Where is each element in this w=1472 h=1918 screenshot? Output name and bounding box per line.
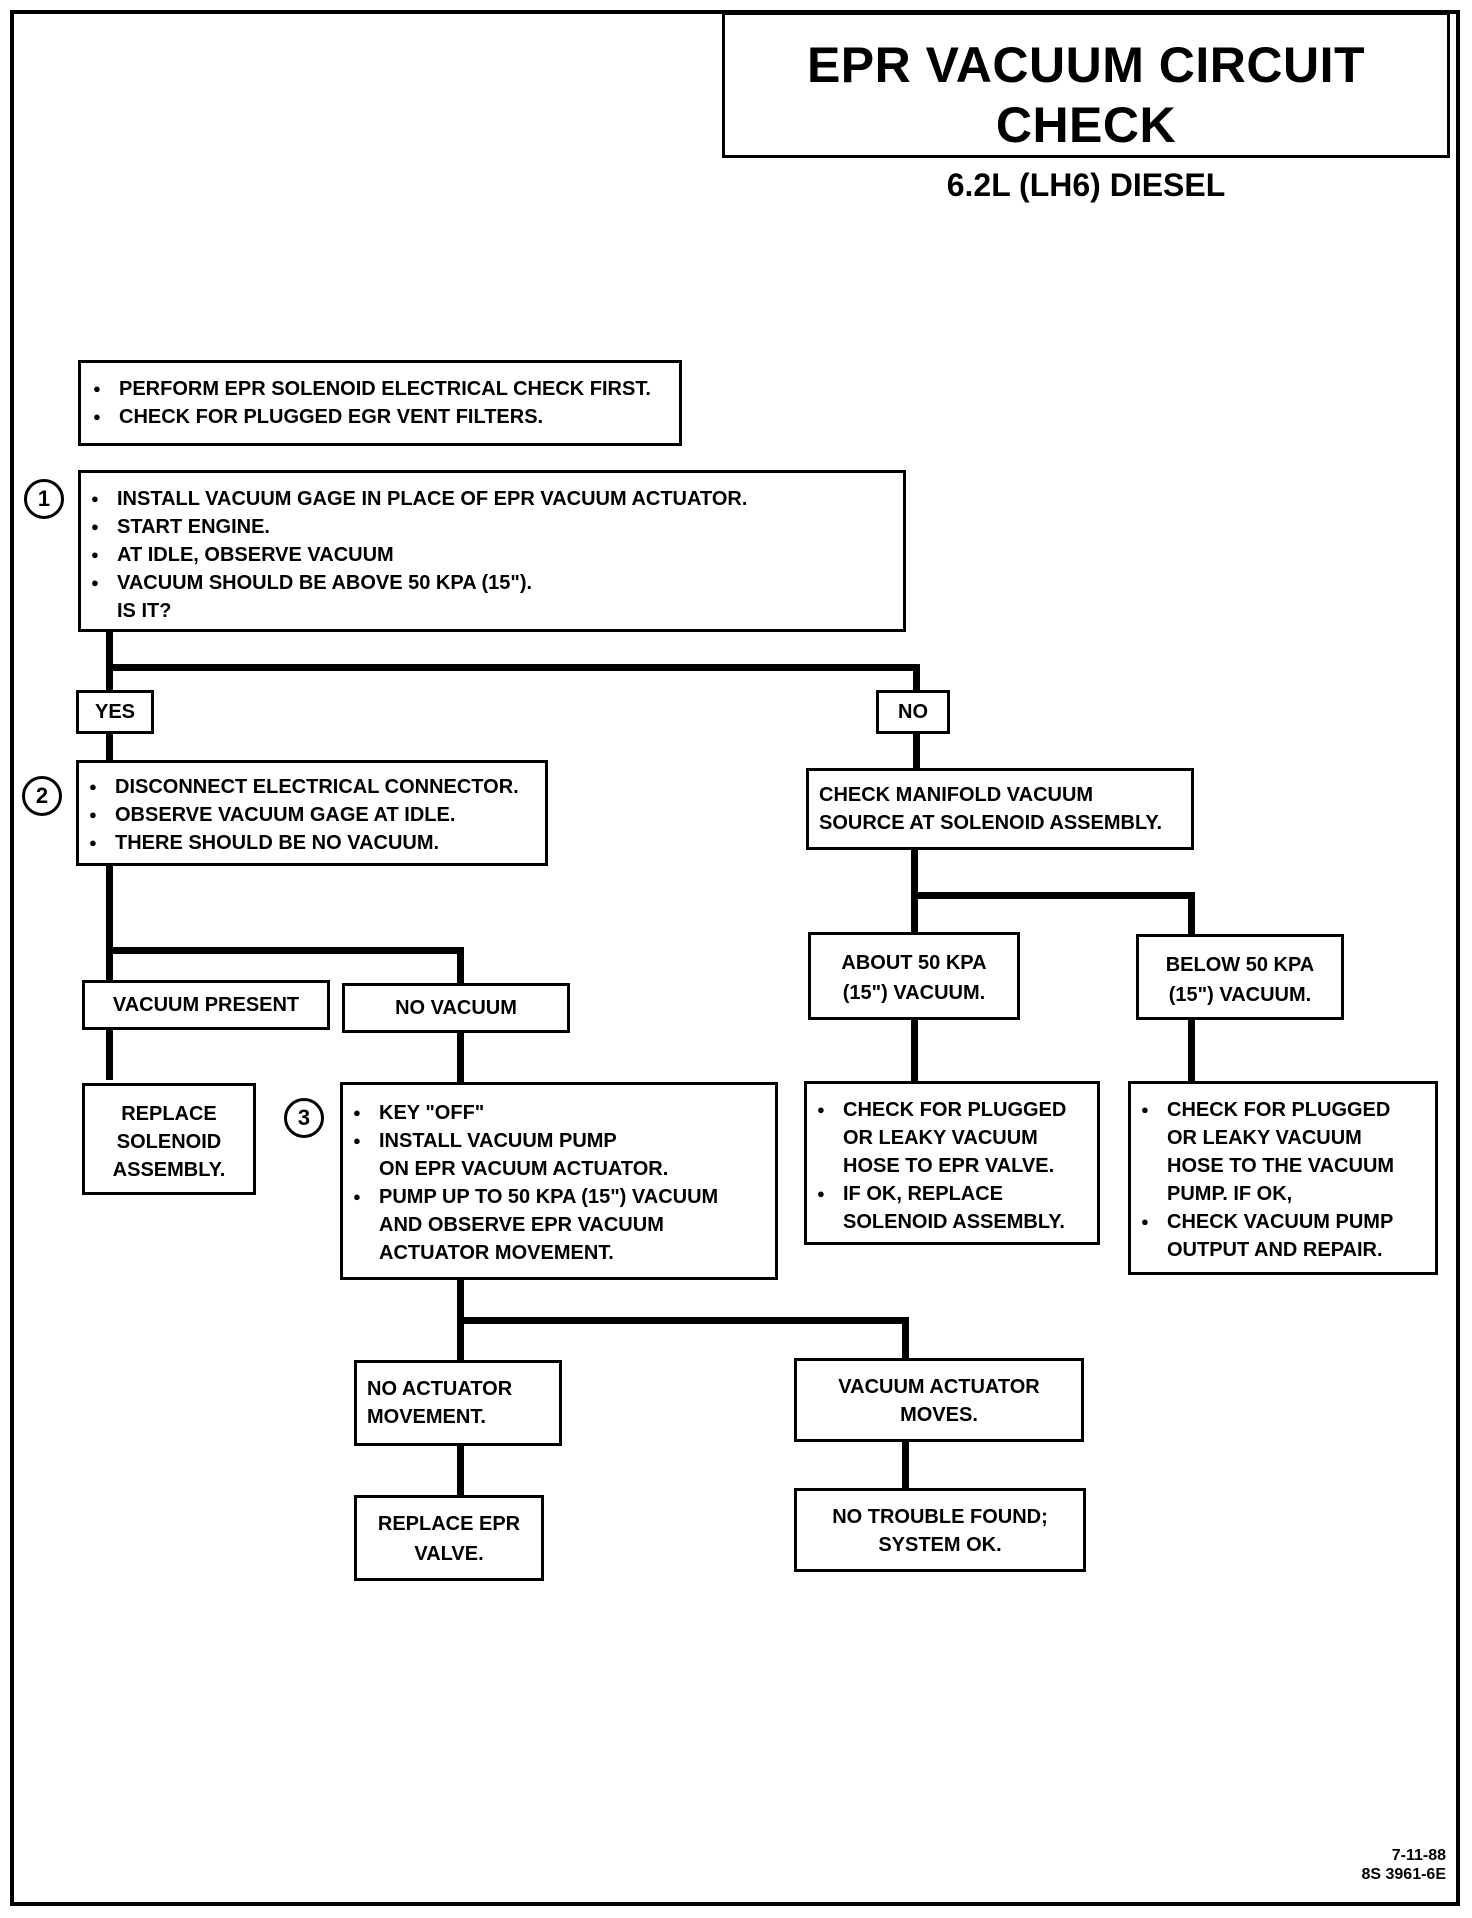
pre-check-item: CHECK FOR PLUGGED EGR VENT FILTERS. [89, 403, 671, 431]
check-manifold-line: SOURCE AT SOLENOID ASSEMBLY. [819, 812, 1163, 834]
connector-line [911, 850, 918, 933]
no-trouble-line: NO TROUBLE FOUND; [832, 1506, 1048, 1528]
below-50-item: CHECK FOR PLUGGED OR LEAKY VACUUM HOSE T… [1137, 1096, 1431, 1208]
about-50-line: ABOUT 50 KPA [841, 952, 987, 974]
replace-solenoid-line: ASSEMBLY. [112, 1159, 226, 1181]
connector-line [902, 1439, 909, 1491]
no-actuator-movement-box: NO ACTUATOR MOVEMENT. [354, 1360, 562, 1446]
step-3-item: INSTALL VACUUM PUMP ON EPR VACUUM ACTUAT… [349, 1127, 769, 1183]
actuator-moves-line: MOVES. [900, 1404, 978, 1426]
connector-line [902, 1317, 909, 1359]
connector-line [457, 947, 464, 983]
no-label: NO [876, 690, 950, 734]
below-50-item-line: OR LEAKY VACUUM [1167, 1127, 1362, 1149]
page-subtitle: 6.2L (LH6) DIESEL [946, 167, 1226, 203]
vacuum-present-label: VACUUM PRESENT [82, 980, 330, 1030]
below-50-kpa-box: BELOW 50 KPA (15") VACUUM. [1136, 934, 1344, 1020]
replace-solenoid-line: SOLENOID [116, 1131, 222, 1153]
step-1-item: VACUUM SHOULD BE ABOVE 50 KPA (15"). [87, 569, 897, 597]
step-3-item: PUMP UP TO 50 KPA (15") VACUUM AND OBSER… [349, 1183, 769, 1267]
step-2-item: THERE SHOULD BE NO VACUUM. [85, 829, 539, 857]
connector-line [911, 892, 1195, 899]
no-actuator-line: MOVEMENT. [367, 1406, 486, 1428]
replace-epr-valve-box: REPLACE EPR VALVE. [354, 1495, 544, 1581]
page-title: EPR VACUUM CIRCUIT CHECK [806, 37, 1366, 153]
about-50-item-line: OR LEAKY VACUUM [843, 1127, 1038, 1149]
about-50-item-line: HOSE TO EPR VALVE. [843, 1155, 1055, 1177]
connector-line [457, 1443, 464, 1495]
connector-line [913, 664, 920, 700]
step-1-box: INSTALL VACUUM GAGE IN PLACE OF EPR VACU… [78, 470, 906, 632]
no-vacuum-label: NO VACUUM [342, 983, 570, 1033]
connector-line [1188, 1019, 1195, 1083]
step-2-marker: 2 [22, 776, 62, 816]
below-50-line: (15") VACUUM. [1168, 984, 1312, 1006]
about-50-actions-box: CHECK FOR PLUGGED OR LEAKY VACUUM HOSE T… [804, 1081, 1100, 1245]
step-1-item: AT IDLE, OBSERVE VACUUM [87, 541, 897, 569]
step-3-line: ACTUATOR MOVEMENT. [379, 1242, 614, 1264]
connector-line [911, 1019, 918, 1083]
step-2-item: DISCONNECT ELECTRICAL CONNECTOR. [85, 773, 539, 801]
connector-line [106, 864, 113, 1080]
yes-label: YES [76, 690, 154, 734]
about-50-item: CHECK FOR PLUGGED OR LEAKY VACUUM HOSE T… [813, 1096, 1093, 1180]
replace-solenoid-box: REPLACE SOLENOID ASSEMBLY. [82, 1083, 256, 1195]
step-2-item: OBSERVE VACUUM GAGE AT IDLE. [85, 801, 539, 829]
below-50-item-line: HOSE TO THE VACUUM [1167, 1155, 1395, 1177]
no-actuator-line: NO ACTUATOR [367, 1378, 513, 1400]
step-3-item: KEY "OFF" [349, 1099, 769, 1127]
step-3-box: KEY "OFF" INSTALL VACUUM PUMP ON EPR VAC… [340, 1082, 778, 1280]
actuator-moves-box: VACUUM ACTUATOR MOVES. [794, 1358, 1084, 1442]
below-50-line: BELOW 50 KPA [1165, 954, 1315, 976]
step-1-item: START ENGINE. [87, 513, 897, 541]
footer-date: 7-11-88 [1391, 1847, 1446, 1864]
below-50-item-line: CHECK FOR PLUGGED [1167, 1099, 1391, 1121]
actuator-moves-line: VACUUM ACTUATOR [838, 1376, 1040, 1398]
check-manifold-box: CHECK MANIFOLD VACUUM SOURCE AT SOLENOID… [806, 768, 1194, 850]
about-50-item-line: SOLENOID ASSEMBLY. [843, 1211, 1065, 1233]
below-50-item-line: OUTPUT AND REPAIR. [1167, 1239, 1383, 1261]
connector-line [1188, 892, 1195, 934]
below-50-item-line: CHECK VACUUM PUMP [1167, 1211, 1394, 1233]
about-50-item: IF OK, REPLACE SOLENOID ASSEMBLY. [813, 1180, 1093, 1236]
step-3-line: KEY "OFF" [379, 1102, 485, 1124]
about-50-item-line: IF OK, REPLACE [843, 1183, 1004, 1205]
connector-line [457, 1317, 909, 1324]
replace-epr-line: REPLACE EPR [377, 1513, 521, 1535]
step-3-marker: 3 [284, 1098, 324, 1138]
step-1-item: INSTALL VACUUM GAGE IN PLACE OF EPR VACU… [87, 485, 897, 513]
about-50-line: (15") VACUUM. [842, 982, 986, 1004]
step-3-line: AND OBSERVE EPR VACUUM [379, 1214, 664, 1236]
about-50-kpa-box: ABOUT 50 KPA (15") VACUUM. [808, 932, 1020, 1020]
connector-line [913, 734, 920, 770]
step-3-line: ON EPR VACUUM ACTUATOR. [379, 1158, 669, 1180]
connector-line [457, 1030, 464, 1085]
connector-line [106, 947, 464, 954]
no-trouble-found-box: NO TROUBLE FOUND; SYSTEM OK. [794, 1488, 1086, 1572]
connector-line [106, 664, 920, 671]
pre-check-item: PERFORM EPR SOLENOID ELECTRICAL CHECK FI… [89, 375, 671, 403]
no-trouble-line: SYSTEM OK. [878, 1534, 1002, 1556]
about-50-item-line: CHECK FOR PLUGGED [843, 1099, 1067, 1121]
step-3-line: PUMP UP TO 50 KPA (15") VACUUM [379, 1186, 719, 1208]
title-block: EPR VACUUM CIRCUIT CHECK 6.2L (LH6) DIES… [722, 12, 1450, 203]
replace-epr-line: VALVE. [414, 1543, 484, 1565]
replace-solenoid-line: REPLACE [121, 1103, 217, 1125]
below-50-item-line: PUMP. IF OK, [1167, 1183, 1293, 1205]
pre-check-box: PERFORM EPR SOLENOID ELECTRICAL CHECK FI… [78, 360, 682, 446]
step-3-line: INSTALL VACUUM PUMP [379, 1130, 617, 1152]
document-footer: 7-11-88 8S 3961-6E [1361, 1846, 1446, 1884]
below-50-actions-box: CHECK FOR PLUGGED OR LEAKY VACUUM HOSE T… [1128, 1081, 1438, 1275]
below-50-item: CHECK VACUUM PUMP OUTPUT AND REPAIR. [1137, 1208, 1431, 1264]
step-2-box: DISCONNECT ELECTRICAL CONNECTOR. OBSERVE… [76, 760, 548, 866]
footer-code: 8S 3961-6E [1361, 1866, 1446, 1883]
check-manifold-line: CHECK MANIFOLD VACUUM [819, 784, 1094, 806]
step-1-question: IS IT? [117, 600, 172, 622]
step-1-marker: 1 [24, 479, 64, 519]
